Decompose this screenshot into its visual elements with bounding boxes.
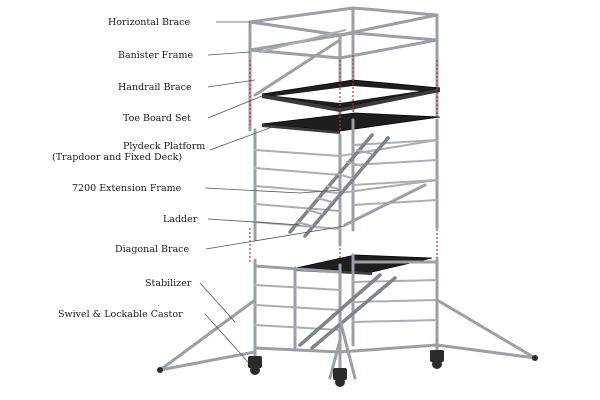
castor-wheel-front-right: [335, 377, 345, 387]
plydeck-platform: [261, 112, 441, 134]
castor-back-right: [430, 350, 444, 362]
stabilizers: [158, 298, 537, 380]
label-stabilizer: Stabilizer: [145, 278, 192, 289]
label-handrail-brace: Handrail Brace: [118, 82, 192, 93]
label-plydeck-platform: Plydeck Platform: [123, 141, 205, 152]
label-horizontal-brace: Horizontal Brace: [108, 17, 190, 28]
label-extension-frame: 7200 Extension Frame: [72, 183, 182, 194]
extension-frame: [253, 118, 439, 247]
castor-wheel-front-left: [250, 365, 260, 375]
scaffold-tower: [157, 6, 538, 387]
stabilizer-foot-right: [532, 355, 538, 361]
leader-lines: [199, 21, 346, 363]
ladder: [288, 133, 390, 238]
label-swivel-castor: Swivel & Lockable Castor: [58, 309, 183, 320]
castor-front-left: [248, 356, 262, 368]
castor-wheel-back-right: [432, 359, 442, 369]
labels: Horizontal Brace Banister Frame Handrail…: [52, 17, 205, 320]
diagonal-brace-tube: [343, 183, 427, 227]
label-banister-frame: Banister Frame: [118, 50, 193, 61]
label-diagonal-brace: Diagonal Brace: [115, 244, 189, 255]
label-plydeck-platform-detail: (Trapdoor and Fixed Deck): [52, 152, 182, 163]
lower-plydeck-platform: [295, 254, 433, 275]
castors: [157, 350, 538, 387]
toe-board-set: [261, 79, 441, 112]
castor-front-right: [333, 368, 347, 380]
label-ladder: Ladder: [163, 214, 198, 225]
label-toe-board-set: Toe Board Set: [123, 113, 191, 124]
base-frame: [253, 253, 439, 370]
handrail-brace-tube: [253, 38, 342, 97]
stabilizer-foot-left: [157, 367, 163, 373]
top-banister-frame: [248, 6, 439, 132]
